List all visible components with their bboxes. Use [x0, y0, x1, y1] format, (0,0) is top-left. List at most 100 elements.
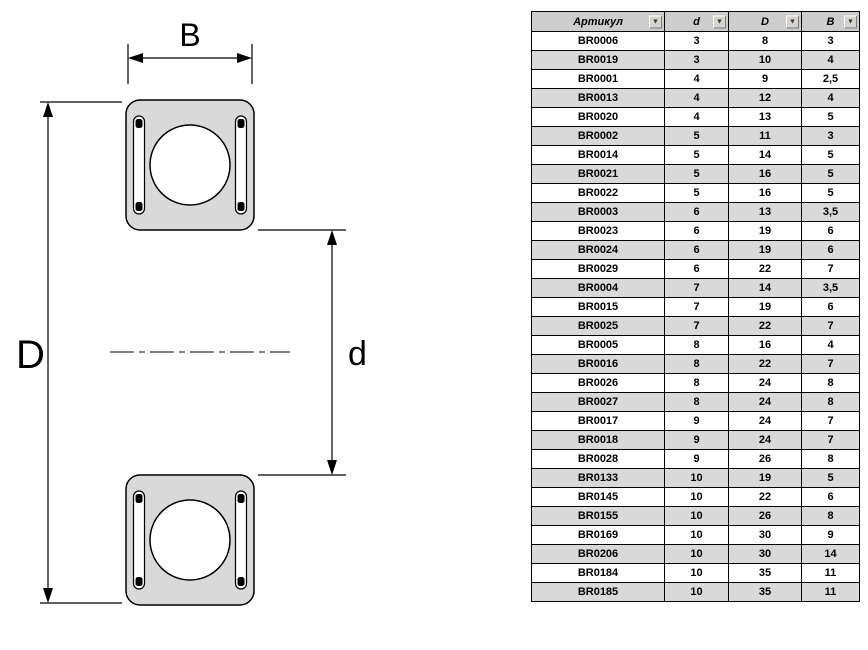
value-cell: 10	[664, 582, 729, 602]
article-cell: BR0026	[531, 373, 665, 393]
arrow-B-right	[237, 53, 252, 63]
value-cell: 14	[801, 544, 860, 564]
value-cell: 8	[801, 392, 860, 412]
value-cell: 6	[801, 221, 860, 241]
value-cell: 3	[664, 31, 729, 51]
article-cell: BR0169	[531, 525, 665, 545]
column-header-D: D▼	[728, 11, 802, 32]
article-cell: BR0025	[531, 316, 665, 336]
value-cell: 26	[728, 506, 802, 526]
column-header-B: B▼	[801, 11, 860, 32]
bearing-ball-top	[149, 124, 231, 206]
value-cell: 5	[664, 145, 729, 165]
column-header-label: B	[826, 15, 835, 28]
bearing-diagram: B D d	[16, 17, 367, 606]
value-cell: 5	[801, 107, 860, 127]
value-cell: 16	[728, 164, 802, 184]
dimension-label-D: D	[16, 333, 45, 377]
filter-dropdown-button[interactable]: ▼	[713, 15, 726, 28]
value-cell: 12	[728, 88, 802, 108]
value-cell: 10	[664, 468, 729, 488]
article-cell: BR0005	[531, 335, 665, 355]
value-cell: 11	[801, 563, 860, 583]
value-cell: 5	[801, 183, 860, 203]
value-cell: 4	[801, 50, 860, 70]
article-cell: BR0023	[531, 221, 665, 241]
value-cell: 9	[664, 430, 729, 450]
article-cell: BR0021	[531, 164, 665, 184]
filter-dropdown-button[interactable]: ▼	[844, 15, 857, 28]
article-cell: BR0006	[531, 31, 665, 51]
article-cell: BR0185	[531, 582, 665, 602]
value-cell: 22	[728, 487, 802, 507]
value-cell: 16	[728, 183, 802, 203]
value-cell: 7	[664, 278, 729, 298]
value-cell: 6	[664, 202, 729, 222]
value-cell: 8	[664, 335, 729, 355]
value-cell: 35	[728, 582, 802, 602]
value-cell: 5	[664, 164, 729, 184]
value-cell: 3	[664, 50, 729, 70]
article-cell: BR0013	[531, 88, 665, 108]
value-cell: 14	[728, 278, 802, 298]
dimension-label-B: B	[179, 17, 200, 53]
value-cell: 24	[728, 411, 802, 431]
value-cell: 4	[801, 335, 860, 355]
article-cell: BR0024	[531, 240, 665, 260]
filter-dropdown-button[interactable]: ▼	[786, 15, 799, 28]
article-cell: BR0004	[531, 278, 665, 298]
value-cell: 8	[664, 392, 729, 412]
bearing-ball-bottom	[149, 499, 231, 581]
article-cell: BR0206	[531, 544, 665, 564]
value-cell: 24	[728, 392, 802, 412]
value-cell: 4	[664, 107, 729, 127]
dimension-d	[258, 229, 346, 476]
article-cell: BR0017	[531, 411, 665, 431]
value-cell: 26	[728, 449, 802, 469]
article-cell: BR0155	[531, 506, 665, 526]
value-cell: 9	[801, 525, 860, 545]
value-cell: 10	[664, 506, 729, 526]
arrow-d-bottom	[327, 460, 337, 475]
value-cell: 11	[728, 126, 802, 146]
value-cell: 8	[801, 506, 860, 526]
value-cell: 5	[664, 126, 729, 146]
filter-dropdown-button[interactable]: ▼	[649, 15, 662, 28]
value-cell: 10	[664, 563, 729, 583]
value-cell: 6	[664, 240, 729, 260]
article-cell: BR0145	[531, 487, 665, 507]
value-cell: 10	[664, 544, 729, 564]
value-cell: 9	[664, 411, 729, 431]
table-header-row: Артикул▼d▼D▼B▼	[531, 11, 860, 32]
article-cell: BR0019	[531, 50, 665, 70]
value-cell: 22	[728, 316, 802, 336]
value-cell: 22	[728, 354, 802, 374]
value-cell: 13	[728, 107, 802, 127]
article-cell: BR0014	[531, 145, 665, 165]
value-cell: 8	[801, 449, 860, 469]
arrow-B-left	[128, 53, 143, 63]
article-cell: BR0020	[531, 107, 665, 127]
value-cell: 24	[728, 430, 802, 450]
value-cell: 5	[801, 468, 860, 488]
value-cell: 6	[801, 297, 860, 317]
value-cell: 14	[728, 145, 802, 165]
value-cell: 30	[728, 544, 802, 564]
value-cell: 10	[664, 525, 729, 545]
